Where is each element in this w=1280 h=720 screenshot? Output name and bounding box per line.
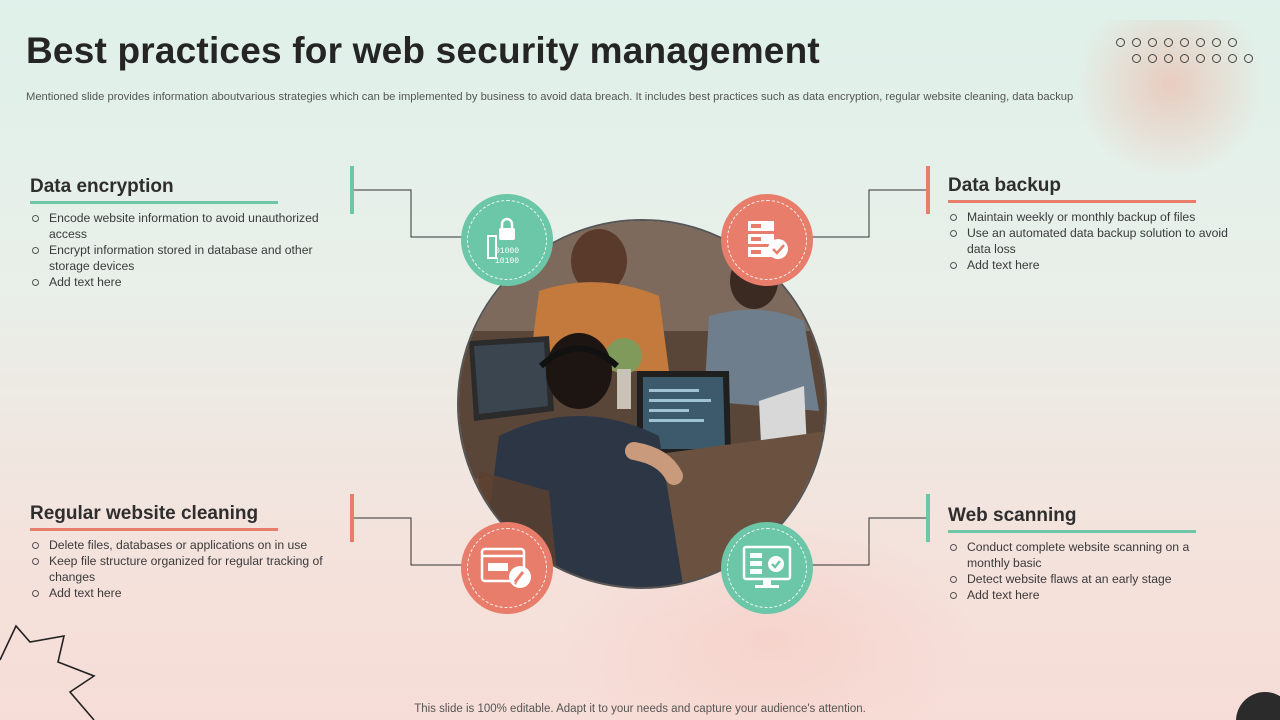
data-backup-block: Data backup Maintain weekly or monthly b… [948, 175, 1253, 273]
website-cleaning-list: Delete files, databases or applications … [30, 537, 335, 601]
web-scanning-icon-badge [721, 522, 813, 614]
list-item: Add text here [948, 257, 1253, 273]
data-backup-list: Maintain weekly or monthly backup of fil… [948, 209, 1253, 273]
data-backup-heading: Data backup [948, 175, 1196, 203]
data-encryption-icon-badge: 01000 10100 [461, 194, 553, 286]
list-item: Add text here [948, 587, 1213, 603]
decorative-glow [1060, 20, 1260, 180]
list-item: Encrypt information stored in database a… [30, 242, 330, 274]
data-encryption-block: Data encryption Encode website informati… [30, 176, 330, 290]
list-item: Keep file structure organized for regula… [30, 553, 335, 585]
list-item: Use an automated data backup solution to… [948, 225, 1253, 257]
dot-pattern-decoration [1116, 34, 1253, 66]
list-item: Detect website flaws at an early stage [948, 571, 1213, 587]
list-item: Encode website information to avoid unau… [30, 210, 330, 242]
list-item: Add text here [30, 585, 335, 601]
slide-title: Best practices for web security manageme… [26, 30, 820, 71]
list-item: Delete files, databases or applications … [30, 537, 335, 553]
data-backup-icon-badge [721, 194, 813, 286]
website-cleaning-icon-badge [461, 522, 553, 614]
list-item: Conduct complete website scanning on a m… [948, 539, 1213, 571]
data-encryption-heading: Data encryption [30, 176, 278, 204]
web-scanning-list: Conduct complete website scanning on a m… [948, 539, 1213, 603]
slide-subtitle: Mentioned slide provides information abo… [26, 91, 1074, 103]
website-cleaning-heading: Regular website cleaning [30, 503, 278, 531]
website-cleaning-block: Regular website cleaning Delete files, d… [30, 503, 335, 601]
web-scanning-heading: Web scanning [948, 505, 1196, 533]
web-scanning-block: Web scanning Conduct complete website sc… [948, 505, 1213, 603]
data-encryption-list: Encode website information to avoid unau… [30, 210, 330, 290]
list-item: Maintain weekly or monthly backup of fil… [948, 209, 1253, 225]
list-item: Add text here [30, 274, 330, 290]
starburst-decoration [0, 624, 96, 720]
slide-footer: This slide is 100% editable. Adapt it to… [414, 703, 866, 715]
